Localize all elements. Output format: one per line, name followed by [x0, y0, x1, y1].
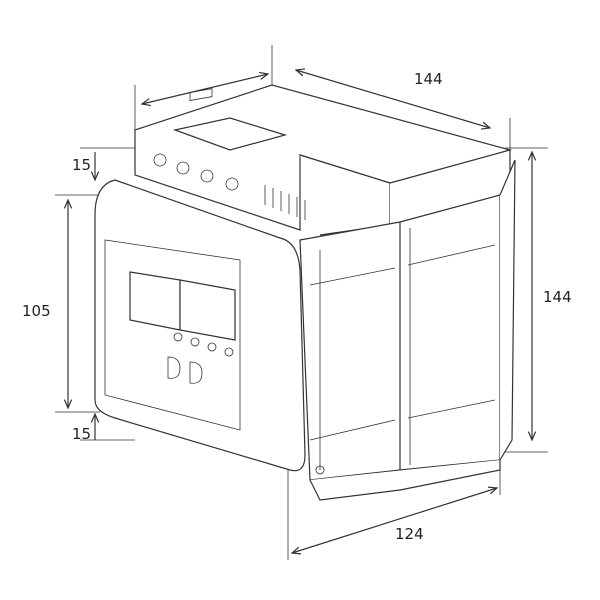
dimension-lines — [55, 45, 548, 560]
device-top — [134, 84, 513, 236]
dimension-bottom-offset: 15 — [72, 425, 92, 443]
device-front — [94, 179, 325, 475]
dimension-top-depth: 144 — [414, 70, 443, 88]
dimension-right-height: 144 — [543, 288, 572, 306]
device-side — [299, 159, 516, 501]
dimension-top-offset: 15 — [72, 156, 92, 174]
dimension-front-height: 105 — [22, 302, 51, 320]
dimension-bottom-width: 124 — [395, 525, 424, 543]
